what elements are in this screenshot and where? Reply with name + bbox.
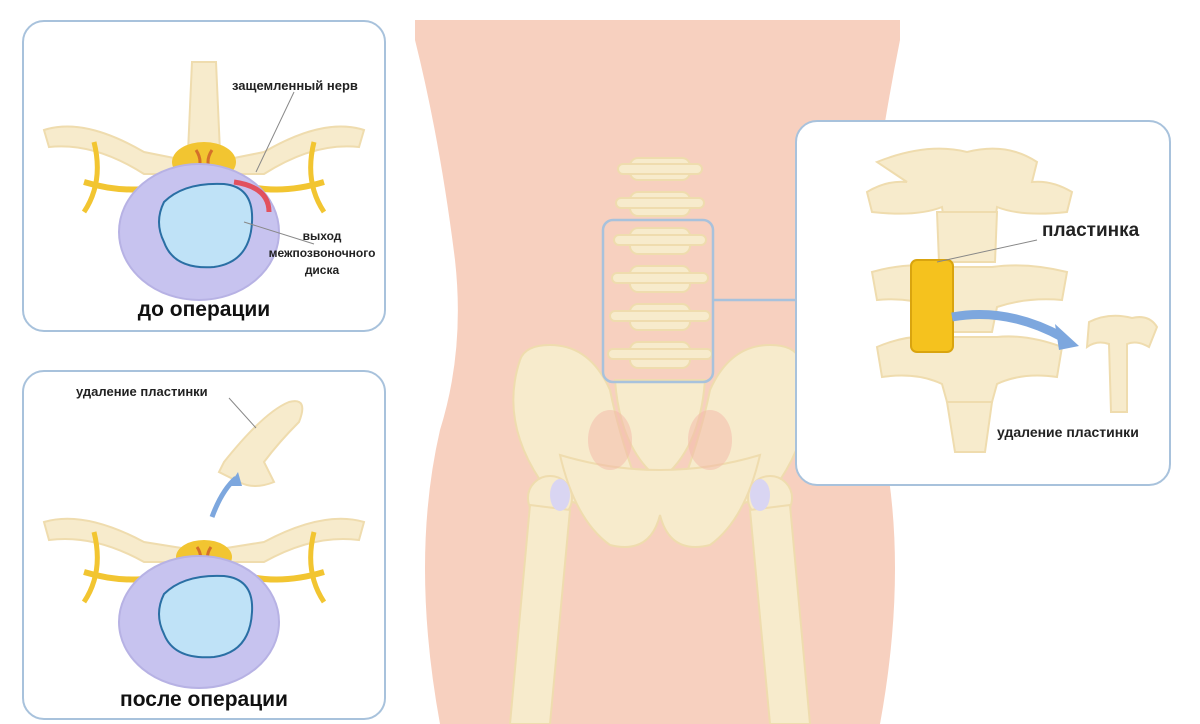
panel-lamina-zoom: пластинка удаление пластинки (795, 120, 1171, 486)
disc-label-line-2: межпозвоночного (268, 246, 376, 260)
plate-label: пластинка (1042, 220, 1140, 241)
panel-before-surgery: защемленный нерв выход межпозвоночного д… (22, 20, 386, 332)
vertebra-after-illustration (42, 397, 366, 689)
lamina-removal-label: удаление пластинки (76, 384, 208, 399)
disc-herniation-label: выход межпозвоночного диска (262, 228, 382, 279)
pinched-nerve-label: защемленный нерв (232, 78, 358, 93)
femurs (508, 475, 812, 724)
spine (607, 157, 713, 369)
lamina-plate (910, 259, 954, 353)
before-caption: до операции (137, 298, 271, 321)
body-illustration (415, 20, 900, 724)
zoom-removal-label: удаление пластинки (997, 424, 1139, 440)
lamina-zoom-illustration (865, 147, 1159, 453)
pelvis (512, 343, 808, 548)
vertebra-before-illustration (42, 61, 366, 301)
disc-label-line-1: выход (302, 229, 342, 243)
panel-after-surgery: удаление пластинки после операции (22, 370, 386, 720)
removed-lamina-piece (1085, 314, 1159, 413)
after-caption: после операции (120, 688, 288, 711)
disc-label-line-3: диска (304, 263, 340, 277)
